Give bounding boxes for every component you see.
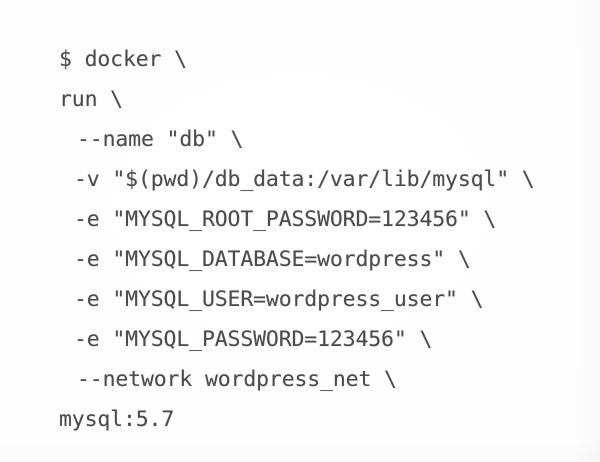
code-line: $ docker \ bbox=[59, 47, 187, 72]
code-line: mysql:5.7 bbox=[59, 407, 175, 432]
code-line: run \ bbox=[59, 87, 123, 112]
code-line: --name "db" \ bbox=[77, 127, 244, 152]
code-line: -e "MYSQL_PASSWORD=123456" \ bbox=[74, 327, 433, 352]
code-line: -e "MYSQL_USER=wordpress_user" \ bbox=[74, 287, 484, 312]
command-code-block: $ docker \ run \ --name "db" \ -v "$(pwd)/d… bbox=[59, 47, 535, 432]
code-line: -v "$(pwd)/db_data:/var/lib/mysql" \ bbox=[74, 167, 535, 192]
code-line: -e "MYSQL_ROOT_PASSWORD=123456" \ bbox=[74, 207, 497, 232]
code-line: --network wordpress_net \ bbox=[77, 367, 397, 392]
code-line: -e "MYSQL_DATABASE=wordpress" \ bbox=[74, 247, 471, 272]
